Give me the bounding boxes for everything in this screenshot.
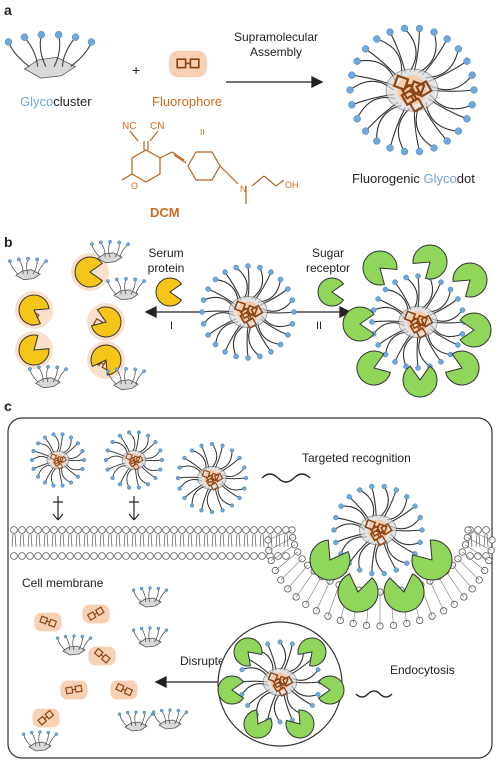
released-fluorophore-3 <box>88 646 116 666</box>
glycodot-c1 <box>29 432 87 488</box>
sugar-receptor-bound-2 <box>412 244 448 280</box>
sugar-receptor-bound-1 <box>362 250 398 286</box>
serum-protein-5 <box>90 344 122 376</box>
dcm-name-label: DCM <box>150 205 180 220</box>
free-glycocluster-b-2 <box>90 239 130 264</box>
receptor-membrane-1 <box>309 539 351 581</box>
endocytosis-label: Endocytosis <box>390 663 455 677</box>
serum-protein-2 <box>18 294 50 326</box>
released-glycocluster-1 <box>131 586 169 608</box>
dcm-bracket-label: II <box>200 128 205 137</box>
receptor-membrane-2 <box>337 573 379 613</box>
receptor-membrane-4 <box>411 539 453 581</box>
glycodot-membrane-bound <box>331 483 425 577</box>
sugar-receptor-bound-6 <box>402 365 438 398</box>
glycodot-receptor-bound <box>369 273 467 371</box>
sugar-receptor-bound-3 <box>452 262 488 298</box>
released-glycocluster-3 <box>131 626 169 648</box>
wavy-arrow-targeted <box>261 473 311 483</box>
glycodot-product <box>346 24 478 156</box>
glycodot-c2 <box>103 430 165 490</box>
receptor-endosome-2 <box>297 637 327 667</box>
receptor-endosome-1 <box>233 637 263 667</box>
serum-protein-3 <box>90 306 122 338</box>
sugar-receptor-bound-8 <box>342 306 375 342</box>
receptor-endosome-6 <box>217 675 245 705</box>
released-glycocluster-4 <box>117 710 155 732</box>
targeted-recognition-label: Targeted recognition <box>302 451 411 465</box>
serum-protein-4 <box>18 334 50 366</box>
sugar-receptor-bound-4 <box>459 312 492 348</box>
panel-b-letter: b <box>4 234 13 250</box>
blocked-arrows <box>52 496 140 521</box>
arrow-disrupted <box>154 675 222 689</box>
receptor-endosome-5 <box>243 709 273 739</box>
fluorophore-label: Fluorophore <box>152 94 223 109</box>
fluorophore-illustration <box>168 50 208 78</box>
glycocluster-illustration <box>4 31 96 79</box>
dcm-cn-label: CN <box>150 121 165 132</box>
free-glycocluster-b-1 <box>8 256 48 281</box>
free-glycocluster-b-5 <box>106 366 146 391</box>
disrupted-label: Disrupted <box>180 654 232 668</box>
plus-sign: + <box>132 62 141 78</box>
arrow-path-ii <box>296 305 352 319</box>
arrow-path-i <box>144 305 200 319</box>
serum-protein-icon <box>155 277 183 307</box>
released-glycocluster-5 <box>151 708 189 730</box>
sugar-receptor-bound-7 <box>356 350 392 386</box>
glycodot-c3 <box>175 441 249 515</box>
cell-membrane-label: Cell membrane <box>22 576 104 590</box>
dcm-o-label: O <box>131 181 139 191</box>
receptor-endosome-3 <box>317 675 345 705</box>
panel-a-letter: a <box>4 2 12 18</box>
sugar-receptor-bound-5 <box>444 350 480 386</box>
path-i-label: I <box>170 320 174 332</box>
assembly-arrow <box>226 75 324 89</box>
released-fluorophore-6 <box>32 708 60 728</box>
path-ii-label: II <box>316 320 323 332</box>
glycocluster-label: Glycocluster <box>20 94 92 109</box>
wavy-arrow-endocytosis <box>355 690 393 698</box>
panel-c-letter: c <box>4 398 12 414</box>
sugar-receptor-icon <box>317 277 345 307</box>
serum-protein-1 <box>74 256 103 288</box>
dcm-nc-label: NC <box>122 121 137 132</box>
free-glycocluster-b-3 <box>106 276 146 301</box>
free-glycocluster-b-4 <box>28 364 68 389</box>
released-fluorophore-5 <box>110 680 138 700</box>
released-fluorophore-1 <box>34 612 62 632</box>
dcm-n-label: N <box>240 184 247 194</box>
released-fluorophore-2 <box>82 604 110 624</box>
receptor-endosome-4 <box>285 709 315 739</box>
fluorogenic-glycodot-label: Fluorogenic Glycodot <box>352 171 475 186</box>
glycodot-center-b <box>199 263 297 361</box>
dcm-oh-label: OH <box>285 180 299 190</box>
released-glycocluster-2 <box>55 634 93 656</box>
released-glycocluster-6 <box>21 730 59 752</box>
receptor-membrane-3 <box>383 573 425 613</box>
released-fluorophore-4 <box>60 680 88 700</box>
panel-c-frame <box>7 417 493 759</box>
dcm-structure <box>121 130 285 204</box>
